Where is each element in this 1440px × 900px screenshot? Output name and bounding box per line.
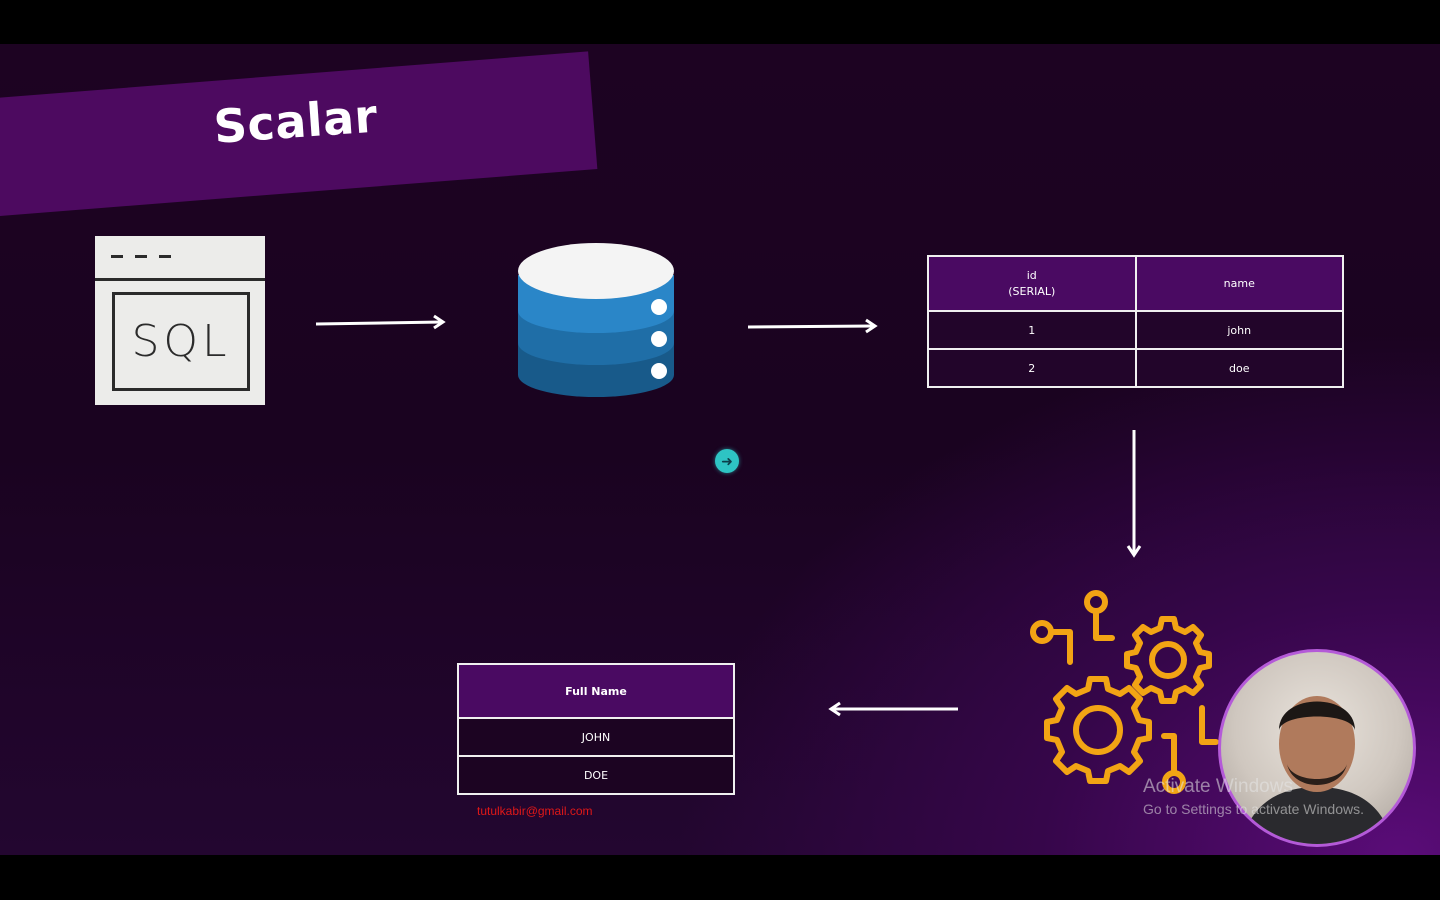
column-header-full-name: Full Name (457, 663, 735, 719)
table-cell: 1 (927, 310, 1137, 350)
arrow-right-icon (315, 314, 446, 330)
table-row: DOE (457, 755, 735, 795)
column-header-name: name (1134, 255, 1344, 312)
table-cell: doe (1134, 348, 1344, 388)
sql-label-box: SQL (112, 292, 250, 391)
presenter-silhouette-icon (1241, 696, 1393, 844)
arrow-down-icon (1126, 430, 1142, 558)
window-dash (159, 255, 171, 258)
presenter-webcam (1218, 649, 1416, 847)
slide-title: Scalar (212, 88, 380, 154)
table-row: JOHN (457, 717, 735, 757)
table-header-row: id (SERIAL) name (927, 255, 1344, 312)
table-header-row: Full Name (457, 663, 735, 719)
window-dash (135, 255, 147, 258)
sql-window-icon: SQL (95, 236, 265, 405)
table-row: 1 john (927, 310, 1344, 350)
column-header-id: id (SERIAL) (927, 255, 1137, 312)
pointer-cursor-icon: ➜ (715, 449, 739, 473)
table-cell: john (1134, 310, 1344, 350)
window-dash (111, 255, 123, 258)
slide-canvas: Scalar SQL id (SERIAL) name (0, 44, 1440, 855)
table-cell: 2 (927, 348, 1137, 388)
author-email: tutulkabir@gmail.com (477, 804, 593, 818)
arrow-right-icon (747, 318, 878, 334)
database-icon (518, 243, 674, 397)
result-table: Full Name JOHN DOE (457, 663, 735, 795)
window-titlebar (95, 236, 265, 281)
source-table: id (SERIAL) name 1 john 2 doe (927, 255, 1344, 388)
activate-windows-subtitle: Go to Settings to activate Windows. (1143, 801, 1364, 817)
table-row: 2 doe (927, 348, 1344, 388)
sql-label: SQL (131, 316, 231, 367)
gears-circuit-icon (1030, 590, 1219, 794)
table-cell: JOHN (457, 717, 735, 757)
activate-windows-title: Activate Windows (1143, 776, 1293, 797)
table-cell: DOE (457, 755, 735, 795)
arrow-left-icon (828, 701, 958, 717)
